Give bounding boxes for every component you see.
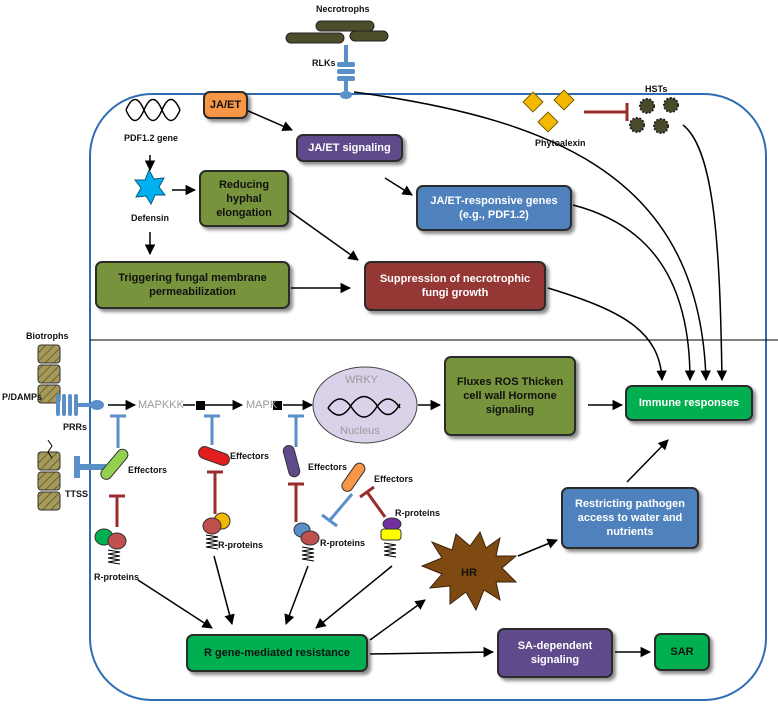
mapk-label: MAPK [246, 399, 278, 411]
effector-inhibit-lines [110, 414, 354, 528]
r-proteins-label-2: R-proteins [218, 540, 263, 550]
phytoalexin-icon [522, 89, 575, 133]
pdf-gene-label: PDF1.2 gene [124, 133, 179, 143]
ttss-label: TTSS [65, 489, 89, 499]
mapkkk-label: MAPKKK [138, 399, 184, 411]
biotrophs-label: Biotrophs [26, 331, 69, 341]
hsts-to-immune-arrow [682, 124, 728, 382]
rlks-to-immune-arrow [353, 91, 711, 382]
r-protein-icon-1 [94, 528, 127, 565]
hr-to-restricting-arrow [517, 538, 558, 557]
r-gene-resistance-box: R gene-mediated resistance [186, 634, 368, 672]
biotroph-ttss-cells-icon [37, 439, 61, 511]
effectors-label-4: Effectors [374, 474, 414, 484]
rprotein2-to-rgene-arrow [213, 555, 235, 626]
suppression-to-immune-arrow [547, 287, 667, 382]
dna-wave-icon [125, 98, 181, 122]
defensin-label: Defensin [131, 213, 170, 223]
necrotrophs-label: Necrotrophs [316, 4, 370, 14]
phytoalexin-inhibit-line [584, 103, 629, 121]
reducing-hyphal-box: Reducing hyphal elongation [199, 170, 289, 227]
ttss-icon [74, 456, 106, 478]
ja-et-signaling-box: JA/ET signaling [296, 134, 403, 162]
biotroph-cells-icon [37, 344, 61, 404]
r-protein-icon-3 [293, 522, 320, 562]
rprotein4-to-rgene-arrow [315, 565, 393, 629]
rgene-to-sa-arrow [369, 646, 495, 658]
signaling-to-genes-arrow [384, 177, 413, 196]
r-proteins-label-3: R-proteins [320, 538, 365, 548]
reducing-to-suppression-arrow [287, 209, 359, 261]
hr-label: HR [461, 567, 477, 579]
nucleus-label: Nucleus [340, 425, 380, 437]
jaet-to-signaling-arrow [245, 109, 293, 132]
rlks-label: RLKs [312, 58, 336, 68]
effectors-label-1: Effectors [128, 465, 168, 475]
prrs-label: PRRs [63, 422, 88, 432]
r-protein-icon-4 [380, 517, 402, 558]
cell-boundary [89, 93, 767, 701]
wrky-label: WRKY [345, 374, 378, 386]
restricting-pathogen-box: Restricting pathogen access to water and… [561, 487, 699, 549]
triggering-fungal-box: Triggering fungal membrane permeabilizat… [95, 261, 290, 309]
r-proteins-label-4: R-proteins [395, 508, 440, 518]
ja-et-responsive-genes-box: JA/ET-responsive genes (e.g., PDF1.2) [416, 185, 572, 231]
rlk-receptor-icon [337, 45, 355, 99]
r-protein-icon-2 [202, 512, 231, 550]
ja-et-box: JA/ET [203, 91, 248, 119]
hsts-icon [629, 97, 679, 134]
hsts-label: HSTs [645, 84, 668, 94]
necrotroph-hyphae-icon [285, 20, 389, 44]
r-proteins-label-1: R-proteins [94, 572, 139, 582]
hr-burst-shape [420, 530, 518, 612]
restricting-to-immune-arrow [626, 439, 669, 483]
rgene-to-hr-arrow [369, 599, 426, 641]
effector-capsules [100, 444, 366, 492]
sar-box: SAR [654, 633, 710, 671]
suppression-box: Suppression of necrotrophic fungi growth [364, 261, 546, 311]
genes-to-immune-arrow [572, 204, 696, 382]
sa-dependent-box: SA-dependent signaling [497, 628, 613, 678]
damps-label: P/DAMPs [2, 392, 43, 402]
rprotein-inhibit-lines [109, 470, 387, 527]
defensin-icon [134, 168, 166, 206]
prr-receptor-icon [56, 394, 104, 416]
effectors-label-2: Effectors [230, 451, 270, 461]
fluxes-box: Fluxes ROS Thicken cell wall Hormone sig… [444, 356, 576, 436]
rprotein1-to-rgene-arrow [137, 579, 213, 629]
rprotein3-to-rgene-arrow [284, 565, 309, 625]
phytoalexin-label: Phytoalexin [535, 138, 586, 148]
effectors-label-3: Effectors [308, 462, 348, 472]
nucleus [312, 366, 418, 444]
immune-responses-box: Immune responses [625, 385, 753, 421]
